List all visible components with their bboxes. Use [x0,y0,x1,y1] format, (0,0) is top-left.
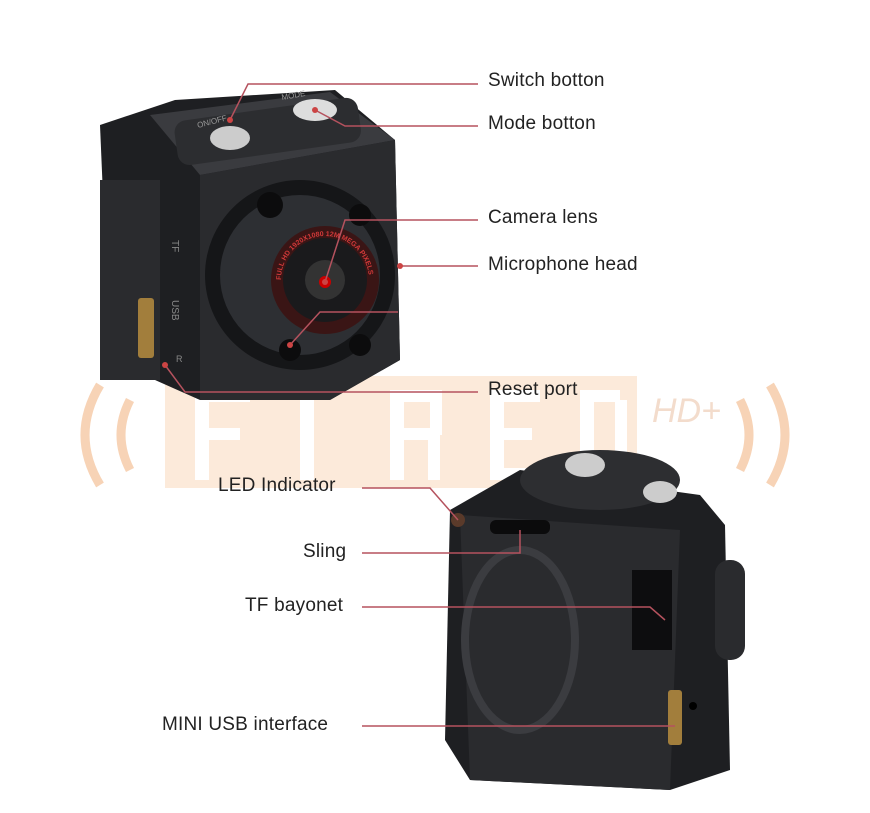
camera-back-view [445,450,745,790]
label-tf-bayonet: TF bayonet [245,595,344,616]
label-mode-button: Mode botton [488,113,596,134]
tf-marking: TF [169,240,180,252]
label-reset-port: Reset port [488,379,578,400]
label-microphone-head: Microphone head [488,254,638,275]
camera-front-view: ON/OFF MODE FULL HD 1920X1080 12M MEGA P… [100,89,400,400]
watermark-waves-icon [80,382,790,488]
label-camera-lens: Camera lens [488,207,598,228]
leader-dots [162,107,403,368]
label-switch-button: Switch botton [488,70,605,91]
watermark-hd-badge: HD+ [652,392,721,430]
label-led-indicator: LED Indicator [218,475,336,496]
label-mini-usb: MINI USB interface [162,714,329,735]
mode-marking: MODE [281,89,306,102]
usb-marking: USB [169,300,180,321]
reset-marking: R [176,354,183,364]
leader-lines [164,83,675,727]
label-sling: Sling [303,541,347,562]
